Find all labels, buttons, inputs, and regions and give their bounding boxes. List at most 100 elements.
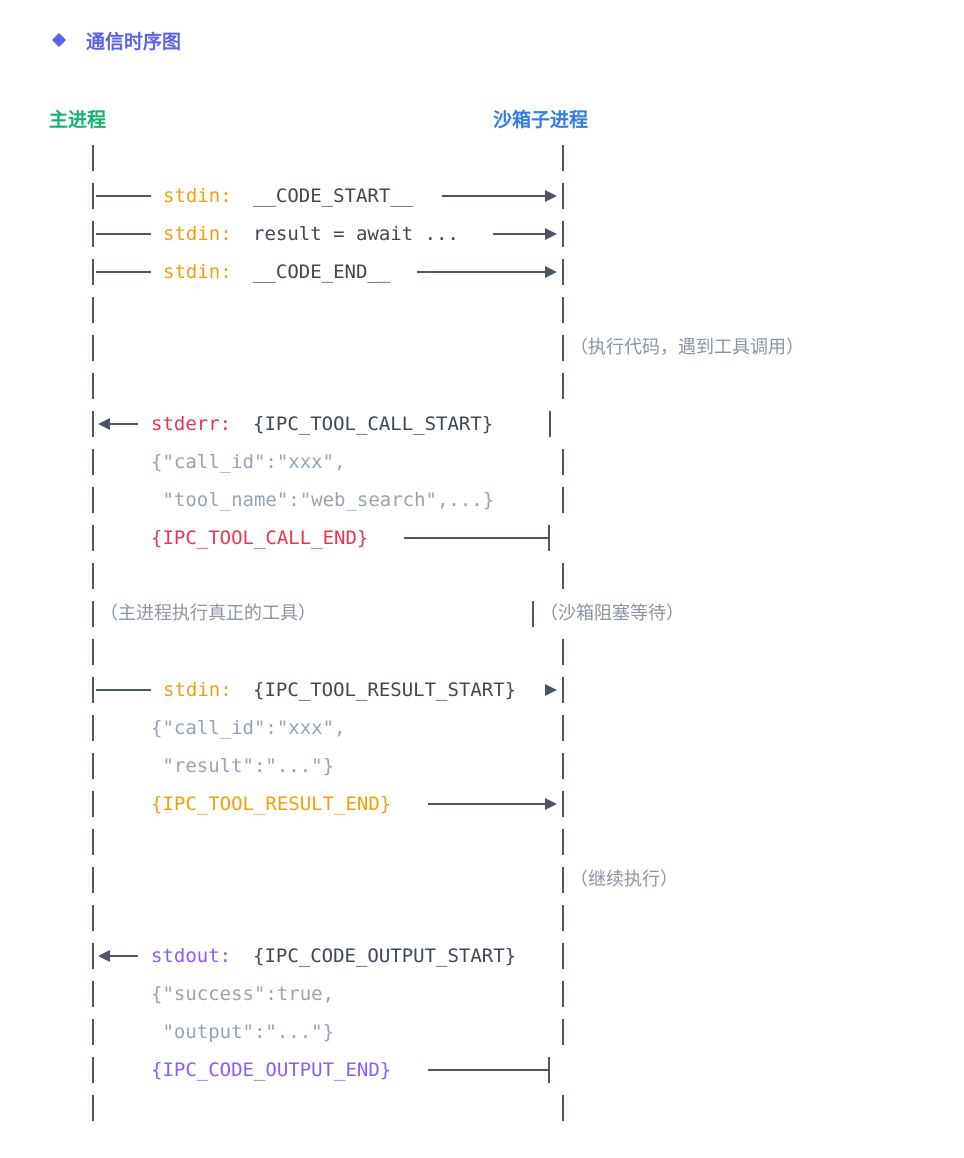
- main-lifeline: [92, 867, 94, 893]
- message-text: __CODE_START__: [253, 185, 414, 207]
- main-lifeline: [92, 335, 94, 361]
- main-lifeline: [92, 221, 94, 247]
- message-tool-call-start: stderr: {IPC_TOOL_CALL_START}: [0, 409, 964, 447]
- sandbox-lifeline: [562, 1095, 564, 1121]
- sandbox-lifeline: [548, 1057, 550, 1083]
- arrow-line: [493, 233, 546, 235]
- main-lifeline: [92, 297, 94, 323]
- message-tool-call-end: {IPC_TOOL_CALL_END}: [0, 523, 964, 561]
- payload-text: {"call_id":"xxx",: [151, 451, 346, 473]
- note-sandbox-blocking: （沙箱阻塞等待）: [540, 603, 684, 624]
- lifeline-row: [0, 295, 964, 333]
- sandbox-lifeline: [562, 183, 564, 209]
- message-text: {IPC_TOOL_RESULT_END}: [151, 793, 392, 815]
- payload-text: "output":"..."}: [151, 1021, 335, 1043]
- main-lifeline: [92, 943, 94, 969]
- payload-text: "tool_name":"web_search",...}: [151, 489, 495, 511]
- arrow-line: [108, 423, 138, 425]
- sandbox-lifeline: [562, 829, 564, 855]
- message-text: __CODE_END__: [253, 261, 391, 283]
- main-lifeline: [92, 677, 94, 703]
- message-text: {IPC_TOOL_RESULT_START}: [253, 679, 517, 701]
- sandbox-lifeline: [562, 677, 564, 703]
- arrow-right-icon: [545, 228, 557, 240]
- main-lifeline: [92, 791, 94, 817]
- main-lifeline: [92, 905, 94, 931]
- sandbox-lifeline: [562, 373, 564, 399]
- lifeline-row: [0, 1093, 964, 1131]
- note-row: （继续执行）: [0, 865, 964, 903]
- message-text: result = await ...: [253, 223, 459, 245]
- sandbox-lifeline: [548, 525, 550, 551]
- main-lifeline: [92, 639, 94, 665]
- lifeline-row: [0, 903, 964, 941]
- main-lifeline: [92, 715, 94, 741]
- main-lifeline: [92, 753, 94, 779]
- message-text: {IPC_TOOL_CALL_START}: [253, 413, 494, 435]
- payload-row: {"call_id":"xxx",: [0, 447, 964, 485]
- main-lifeline: [92, 1095, 94, 1121]
- arrow-left-icon: [98, 950, 110, 962]
- sandbox-lifeline: [562, 259, 564, 285]
- channel-label: stdout:: [151, 945, 232, 967]
- message-code-output-end: {IPC_CODE_OUTPUT_END}: [0, 1055, 964, 1093]
- channel-label: stderr:: [151, 413, 232, 435]
- sandbox-lifeline: [562, 791, 564, 817]
- arrow-left-icon: [98, 418, 110, 430]
- arrow-right-icon: [545, 684, 557, 696]
- message-tool-result-start: stdin: {IPC_TOOL_RESULT_START}: [0, 675, 964, 713]
- channel-label: stdin:: [163, 185, 232, 207]
- main-lifeline: [92, 411, 94, 437]
- lifeline-row: [0, 637, 964, 675]
- arrow-line: [428, 1069, 548, 1071]
- message-text: {IPC_TOOL_CALL_END}: [151, 527, 369, 549]
- channel-label: stdin:: [163, 223, 232, 245]
- arrow-line: [442, 195, 546, 197]
- payload-row: "output":"..."}: [0, 1017, 964, 1055]
- diamond-icon: [51, 32, 67, 48]
- message-tool-result-end: {IPC_TOOL_RESULT_END}: [0, 789, 964, 827]
- arrow-line: [96, 233, 151, 235]
- lifeline-row: [0, 561, 964, 599]
- arrow-right-icon: [545, 266, 557, 278]
- channel-label: stdin:: [163, 679, 232, 701]
- lifeline-row: [0, 827, 964, 865]
- sandbox-lifeline: [562, 487, 564, 513]
- note-main-executing-tool: （主进程执行真正的工具）: [100, 603, 316, 624]
- main-lifeline: [92, 183, 94, 209]
- arrow-line: [404, 537, 548, 539]
- channel-label: stdin:: [163, 261, 232, 283]
- sandbox-lifeline: [562, 449, 564, 475]
- sandbox-lifeline: [562, 981, 564, 1007]
- sandbox-lifeline: [562, 563, 564, 589]
- actor-main-process: 主进程: [49, 109, 107, 131]
- note-continue-executing: （继续执行）: [570, 869, 678, 890]
- section-heading: 通信时序图: [50, 25, 181, 55]
- main-lifeline: [92, 981, 94, 1007]
- note-row: （主进程执行真正的工具） （沙箱阻塞等待）: [0, 599, 964, 637]
- note-executing-code: （执行代码，遇到工具调用）: [570, 337, 804, 358]
- sandbox-lifeline: [562, 639, 564, 665]
- main-lifeline: [92, 525, 94, 551]
- lifeline-row: [0, 371, 964, 409]
- message-code-start: stdin: __CODE_START__: [0, 181, 964, 219]
- lifeline-row: [0, 143, 964, 181]
- sandbox-lifeline: [562, 753, 564, 779]
- sandbox-lifeline: [562, 145, 564, 171]
- payload-text: {"success":true,: [151, 983, 335, 1005]
- sandbox-lifeline: [562, 905, 564, 931]
- arrow-line: [417, 271, 546, 273]
- main-lifeline: [92, 145, 94, 171]
- main-lifeline: [92, 601, 94, 627]
- sandbox-lifeline: [562, 221, 564, 247]
- arrow-right-icon: [545, 190, 557, 202]
- payload-row: {"success":true,: [0, 979, 964, 1017]
- main-lifeline: [92, 259, 94, 285]
- main-lifeline: [92, 563, 94, 589]
- sandbox-lifeline: [562, 297, 564, 323]
- payload-text: {"call_id":"xxx",: [151, 717, 346, 739]
- payload-text: "result":"..."}: [151, 755, 335, 777]
- message-text: {IPC_CODE_OUTPUT_END}: [151, 1059, 392, 1081]
- sandbox-lifeline: [562, 335, 564, 361]
- arrow-line: [108, 955, 138, 957]
